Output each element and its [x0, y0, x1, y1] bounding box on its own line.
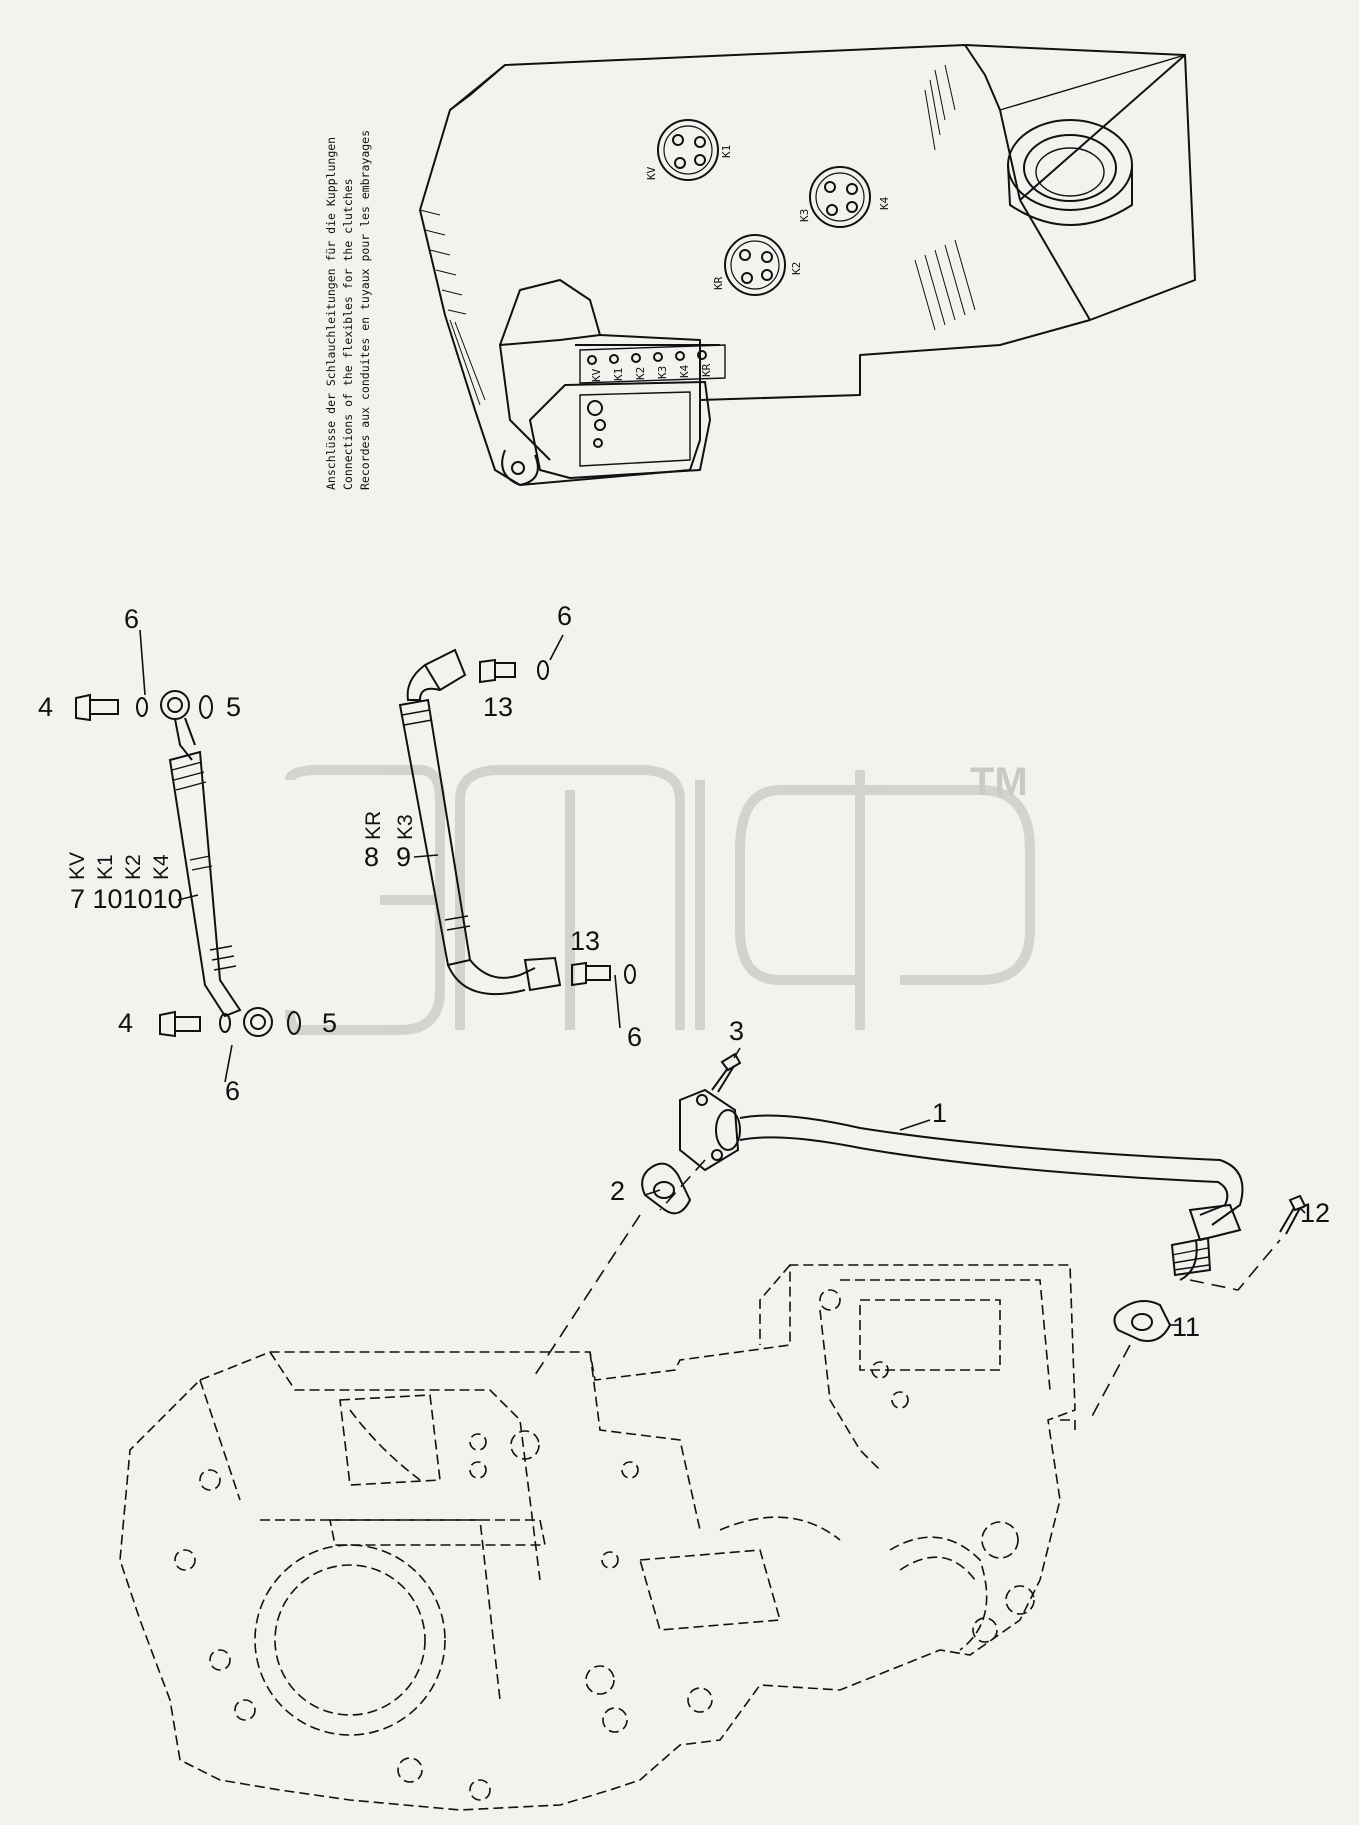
port-label: KV [645, 166, 658, 180]
hose-left-leader [177, 894, 199, 901]
callout-2: 2 [610, 1176, 625, 1206]
callout-6: 6 [627, 1022, 642, 1052]
callout-5: 5 [322, 1008, 337, 1038]
port-label: K3 [798, 209, 811, 222]
assembly-lines [534, 1159, 1281, 1421]
hose-code: K2 [122, 854, 145, 880]
hose-right-drawing [398, 648, 636, 996]
side-port-label: K3 [656, 366, 669, 379]
watermark-tm: TM [970, 760, 1028, 804]
callout-5: 5 [226, 692, 241, 722]
hose-code: KR [362, 811, 385, 840]
port-labels-c: KR [712, 276, 725, 290]
callout-6: 6 [124, 604, 139, 634]
callout-leaders [139, 629, 1306, 1326]
callout-13: 13 [570, 926, 600, 956]
fasteners-drawing [641, 1052, 1307, 1342]
hose-code: K3 [394, 814, 417, 840]
callout-1: 1 [932, 1098, 947, 1128]
hose-left-drawing [75, 690, 301, 1038]
callouts: 6 4 5 4 5 6 6 13 13 6 3 1 2 12 11 [38, 601, 1330, 1342]
hose-code: K1 [94, 854, 117, 880]
side-port-label: K4 [678, 364, 691, 378]
port-labels-c2: K2 [790, 262, 803, 275]
callout-11: 11 [1172, 1312, 1200, 1342]
callout-4: 4 [118, 1008, 133, 1038]
port-labels-b: K3 [798, 209, 811, 222]
hose-code: KV [66, 852, 89, 880]
hose-left-codes: KV K1 K2 K4 [66, 852, 173, 880]
watermark-logo [285, 765, 1035, 1035]
callout-12: 12 [1300, 1198, 1330, 1228]
port-label: K2 [790, 262, 803, 275]
side-port-label: K2 [634, 367, 647, 380]
callout-3: 3 [729, 1016, 744, 1046]
callout-13: 13 [483, 692, 513, 722]
hose-right-ref-9: 9 [396, 842, 411, 872]
side-port-label: KV [590, 368, 603, 382]
note-line-fr: Recordes aux conduites en tuyaux pour le… [358, 130, 372, 490]
port-labels-b2: K4 [878, 196, 891, 210]
port-labels-a: KV [645, 166, 658, 180]
port-label: K4 [878, 196, 891, 210]
hose-right-leader [413, 854, 439, 858]
side-port-label: K1 [612, 368, 625, 381]
hose-code: K4 [150, 854, 173, 880]
note-line-de: Anschlüsse der Schlauchleitungen für die… [324, 137, 338, 490]
note-line-en: Connections of the flexibles for the clu… [341, 178, 355, 490]
valve-block-drawing [419, 44, 1196, 486]
side-port-row-labels: KV K1 K2 K3 K4 KR [590, 363, 713, 382]
side-port-label: KR [700, 363, 713, 377]
connection-note: Anschlüsse der Schlauchleitungen für die… [324, 130, 372, 490]
callout-4: 4 [38, 692, 53, 722]
rigid-pipe-drawing [679, 1088, 1244, 1281]
hose-left-refs: 7 101010 [70, 884, 183, 914]
callout-6: 6 [557, 601, 572, 631]
port-labels-a2: K1 [720, 145, 733, 158]
port-label: KR [712, 276, 725, 290]
port-label: K1 [720, 145, 733, 158]
callout-6: 6 [225, 1076, 240, 1106]
housing-drawing [119, 1264, 1076, 1811]
hose-right-ref-8: 8 [364, 842, 379, 872]
hose-right-codes: KR K3 [362, 811, 417, 840]
